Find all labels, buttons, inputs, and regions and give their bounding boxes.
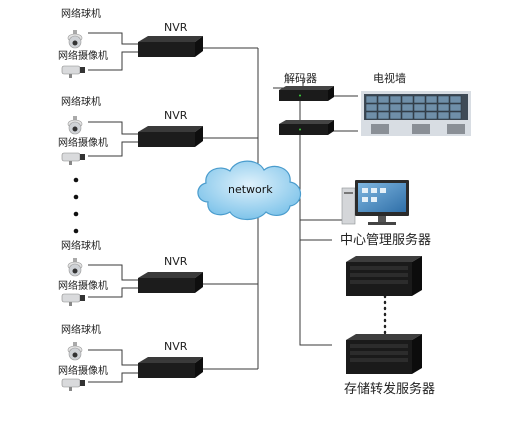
network-cloud-icon bbox=[197, 160, 302, 221]
dome-camera-label: 网络球机 bbox=[61, 241, 101, 252]
bullet-camera-label: 网络摄像机 bbox=[58, 138, 108, 149]
storage-server-label: 存储转发服务器 bbox=[344, 382, 436, 397]
dome-camera-icon bbox=[67, 258, 83, 277]
decoder-label: 解码器 bbox=[284, 72, 317, 85]
nvr-device-icon bbox=[138, 126, 203, 147]
bullet-camera-icon bbox=[61, 378, 85, 391]
dome-camera-label: 网络球机 bbox=[61, 97, 101, 108]
dome-camera-icon bbox=[67, 342, 83, 361]
nvr-label: NVR bbox=[164, 255, 188, 268]
decoder-device-icon bbox=[279, 120, 334, 135]
decoder-device-icon bbox=[279, 86, 334, 101]
dome-camera-label: 网络球机 bbox=[61, 325, 101, 336]
bullet-camera-icon bbox=[61, 152, 85, 165]
dome-camera-icon bbox=[67, 30, 83, 49]
nvr-device-icon bbox=[138, 272, 203, 293]
storage-server-icon bbox=[346, 334, 422, 374]
nvr-label: NVR bbox=[164, 340, 188, 353]
tv-wall-icon bbox=[361, 91, 471, 136]
storage-server-icon bbox=[346, 256, 422, 296]
tv-wall-label: 电视墙 bbox=[373, 72, 406, 85]
nvr-device-icon bbox=[138, 357, 203, 378]
bullet-camera-label: 网络摄像机 bbox=[58, 366, 108, 377]
bullet-camera-icon bbox=[61, 293, 85, 306]
ellipsis-dots bbox=[73, 177, 79, 234]
central-server-label: 中心管理服务器 bbox=[340, 233, 432, 248]
network-label: network bbox=[228, 183, 273, 196]
nvr-label: NVR bbox=[164, 109, 188, 122]
nvr-label: NVR bbox=[164, 21, 188, 34]
bullet-camera-icon bbox=[61, 65, 85, 78]
nvr-device-icon bbox=[138, 36, 203, 57]
bullet-camera-label: 网络摄像机 bbox=[58, 51, 108, 62]
central-server-icon bbox=[341, 180, 409, 225]
bullet-camera-label: 网络摄像机 bbox=[58, 281, 108, 292]
dome-camera-icon bbox=[67, 116, 83, 135]
dome-camera-label: 网络球机 bbox=[61, 9, 101, 20]
